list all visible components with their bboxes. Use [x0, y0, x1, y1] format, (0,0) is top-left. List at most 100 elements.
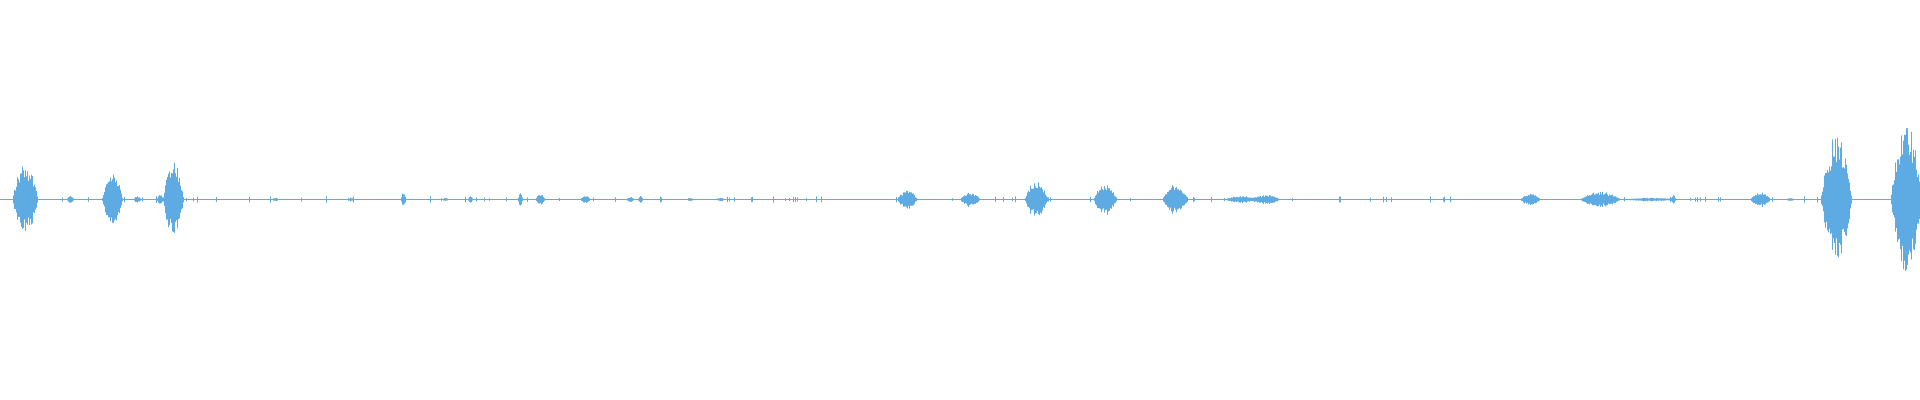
waveform-sample	[1817, 196, 1818, 203]
waveform-sample	[1530, 193, 1531, 206]
waveform-sample	[527, 197, 528, 202]
waveform-sample	[520, 193, 521, 206]
waveform-sample	[1232, 197, 1233, 202]
waveform-sample	[1608, 195, 1609, 204]
waveform-sample	[1912, 162, 1913, 239]
waveform-sample	[1832, 139, 1833, 250]
waveform-sample	[24, 177, 25, 220]
waveform-sample	[405, 196, 406, 203]
waveform-sample	[539, 195, 540, 204]
waveform-sample	[1642, 198, 1643, 201]
waveform-sample	[1175, 188, 1176, 210]
waveform-sample	[967, 193, 968, 206]
waveform-sample	[1602, 191, 1603, 208]
waveform-sample	[718, 198, 719, 201]
waveform-sample	[1041, 187, 1042, 214]
waveform-sample	[444, 198, 445, 201]
waveform-sample	[914, 195, 915, 204]
waveform-sample	[1531, 194, 1532, 205]
waveform-sample	[1705, 196, 1706, 202]
waveform-sample	[103, 194, 104, 205]
waveform-sample	[1181, 190, 1182, 209]
waveform-sample	[1260, 195, 1261, 203]
waveform-sample	[1224, 197, 1225, 202]
waveform-sample	[1637, 198, 1638, 201]
waveform-sample	[966, 195, 967, 204]
waveform-sample	[586, 196, 587, 203]
waveform-sample	[965, 195, 966, 203]
waveform-sample	[789, 198, 790, 202]
waveform-sample	[1847, 173, 1848, 229]
waveform-sample	[274, 198, 275, 201]
waveform-sample	[1760, 194, 1761, 205]
waveform-sample	[1106, 190, 1107, 210]
waveform-sample	[1843, 167, 1844, 229]
waveform-sample	[1386, 197, 1387, 202]
waveform-sample	[175, 173, 176, 223]
waveform-sample	[1601, 194, 1602, 206]
waveform-sample	[1279, 198, 1280, 201]
waveform-sample	[978, 197, 979, 202]
waveform-sample	[1597, 193, 1598, 207]
waveform-sample	[1769, 197, 1770, 202]
waveform-sample	[72, 197, 73, 202]
waveform-sample	[1593, 192, 1594, 206]
waveform-sample	[1044, 190, 1045, 208]
waveform-sample	[1600, 192, 1601, 207]
waveform-sample	[689, 198, 690, 201]
waveform-sample	[70, 195, 71, 203]
waveform-sample	[1896, 171, 1897, 228]
waveform-sample	[995, 196, 996, 202]
waveform-sample	[161, 195, 162, 204]
waveform-sample	[1632, 198, 1633, 201]
waveform-sample	[1193, 196, 1194, 203]
waveform-sample	[159, 195, 160, 204]
waveform-sample	[21, 173, 22, 228]
waveform-sample	[120, 189, 121, 209]
waveform-sample	[1171, 188, 1172, 212]
waveform-sample	[1528, 195, 1529, 205]
waveform-sample	[1266, 195, 1267, 203]
waveform-sample	[1825, 172, 1826, 228]
waveform-sample	[1112, 192, 1113, 206]
waveform-sample	[1230, 198, 1231, 201]
waveform-sample	[1788, 198, 1789, 201]
waveform-sample	[13, 195, 14, 204]
waveform-sample	[1846, 164, 1847, 237]
waveform-sample	[180, 185, 181, 213]
waveform-sample	[1583, 197, 1584, 202]
waveform-sample	[1187, 197, 1188, 202]
waveform-sample	[1340, 196, 1341, 203]
waveform-sample	[1383, 196, 1384, 203]
waveform-sample	[1522, 198, 1523, 201]
waveform-sample	[1109, 188, 1110, 211]
waveform-sample	[1787, 198, 1788, 201]
waveform-sample	[581, 198, 582, 201]
waveform-sample	[977, 196, 978, 203]
waveform-sample	[1643, 197, 1644, 202]
waveform-sample	[1227, 198, 1228, 201]
waveform-sample	[1822, 191, 1823, 207]
waveform-sample	[1275, 197, 1276, 202]
waveform-sample	[1247, 197, 1248, 202]
waveform-sample	[430, 196, 431, 203]
waveform-sample	[961, 197, 962, 202]
waveform-sample	[1034, 183, 1035, 216]
waveform-sample	[1910, 151, 1911, 253]
waveform-sample	[1765, 194, 1766, 205]
waveform-sample	[963, 196, 964, 203]
waveform-sample	[1764, 194, 1765, 205]
waveform-sample	[139, 197, 140, 202]
waveform-sample	[716, 198, 717, 201]
waveform-sample	[167, 177, 168, 220]
waveform-sample	[1030, 185, 1031, 214]
waveform-sample	[1262, 196, 1263, 203]
waveform-sample	[173, 169, 174, 232]
waveform-sample	[348, 198, 349, 201]
waveform-sample	[174, 163, 175, 233]
waveform-sample	[67, 198, 68, 201]
waveform-sample	[1913, 149, 1914, 250]
waveform-sample	[821, 196, 822, 203]
waveform-sample	[773, 196, 774, 203]
